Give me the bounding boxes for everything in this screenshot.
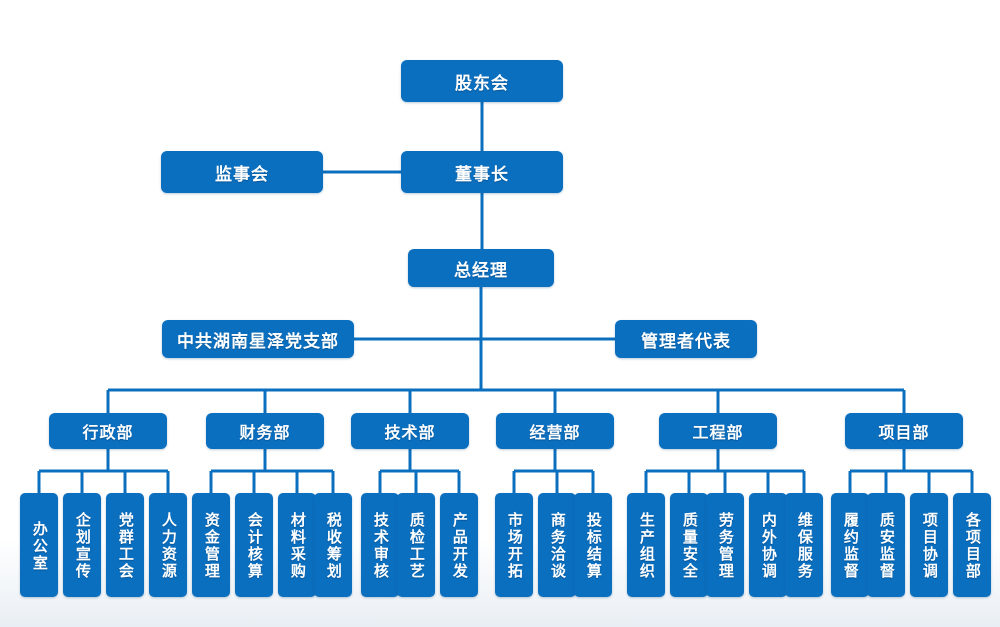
- node-department-4-label: 工程部: [692, 423, 744, 442]
- node-leaf-2-2-label: 产品开发: [450, 512, 469, 580]
- node-chairman[interactable]: 董事长: [401, 151, 563, 193]
- node-leaf-5-1-label: 质安监督: [877, 512, 896, 580]
- node-management-rep[interactable]: 管理者代表: [615, 320, 757, 358]
- node-leaf-0-0[interactable]: 办公室: [20, 493, 58, 597]
- node-leaf-4-2-label: 劳务管理: [716, 512, 735, 580]
- node-leaf-0-1-label: 企划宣传: [73, 512, 92, 580]
- node-leaf-0-3[interactable]: 人力资源: [149, 493, 187, 597]
- node-leaf-1-2[interactable]: 材料采购: [278, 493, 316, 597]
- node-leaf-1-0-label: 资金管理: [202, 512, 221, 580]
- node-leaf-1-3-label: 税收筹划: [324, 512, 343, 580]
- node-leaf-5-0-label: 履约监督: [841, 512, 860, 580]
- node-department-2-label: 技术部: [384, 423, 436, 442]
- node-general-manager-label: 总经理: [454, 260, 508, 281]
- node-leaf-3-2[interactable]: 投标结算: [574, 493, 612, 597]
- node-leaf-4-2[interactable]: 劳务管理: [706, 493, 744, 597]
- node-leaf-4-3[interactable]: 内外协调: [749, 493, 787, 597]
- node-department-1[interactable]: 财务部: [206, 413, 324, 449]
- node-leaf-5-2-label: 项目协调: [920, 512, 939, 580]
- node-party-branch-label: 中共湖南星泽党支部: [177, 331, 339, 352]
- node-leaf-4-1[interactable]: 质量安全: [670, 493, 708, 597]
- node-leaf-5-3-label: 各项目部: [963, 512, 982, 580]
- node-leaf-1-1[interactable]: 会计核算: [235, 493, 273, 597]
- node-party-branch[interactable]: 中共湖南星泽党支部: [162, 320, 354, 358]
- node-department-0-label: 行政部: [82, 423, 134, 442]
- node-general-manager[interactable]: 总经理: [408, 249, 554, 287]
- node-leaf-0-0-label: 办公室: [30, 520, 49, 572]
- node-leaf-2-2[interactable]: 产品开发: [440, 493, 478, 597]
- node-department-0[interactable]: 行政部: [49, 413, 167, 449]
- node-leaf-4-4[interactable]: 维保服务: [785, 493, 823, 597]
- node-leaf-4-1-label: 质量安全: [680, 512, 699, 580]
- node-department-3[interactable]: 经营部: [496, 413, 614, 449]
- node-leaf-2-1[interactable]: 质检工艺: [397, 493, 435, 597]
- node-leaf-3-1-label: 商务洽谈: [548, 512, 567, 580]
- node-department-3-label: 经营部: [529, 423, 581, 442]
- node-management-rep-label: 管理者代表: [641, 331, 731, 352]
- node-leaf-3-2-label: 投标结算: [584, 512, 603, 580]
- node-leaf-1-1-label: 会计核算: [245, 512, 264, 580]
- node-shareholders[interactable]: 股东会: [401, 60, 563, 102]
- node-leaf-0-1[interactable]: 企划宣传: [63, 493, 101, 597]
- node-leaf-2-1-label: 质检工艺: [407, 512, 426, 580]
- node-chairman-label: 董事长: [455, 164, 509, 185]
- node-supervisors-label: 监事会: [215, 164, 269, 185]
- node-leaf-4-0[interactable]: 生产组织: [627, 493, 665, 597]
- node-leaf-0-2-label: 党群工会: [116, 512, 135, 580]
- node-leaf-2-0[interactable]: 技术审核: [361, 493, 399, 597]
- node-department-4[interactable]: 工程部: [659, 413, 777, 449]
- node-leaf-3-0-label: 市场开拓: [505, 512, 524, 580]
- node-shareholders-label: 股东会: [455, 73, 509, 94]
- node-department-5[interactable]: 项目部: [845, 413, 963, 449]
- node-leaf-1-0[interactable]: 资金管理: [192, 493, 230, 597]
- node-leaf-5-2[interactable]: 项目协调: [910, 493, 948, 597]
- node-leaf-0-3-label: 人力资源: [159, 512, 178, 580]
- node-leaf-1-3[interactable]: 税收筹划: [314, 493, 352, 597]
- node-leaf-4-4-label: 维保服务: [795, 512, 814, 580]
- node-leaf-3-1[interactable]: 商务洽谈: [538, 493, 576, 597]
- node-leaf-4-0-label: 生产组织: [637, 512, 656, 580]
- node-leaf-1-2-label: 材料采购: [288, 512, 307, 580]
- node-leaf-2-0-label: 技术审核: [371, 512, 390, 580]
- node-leaf-5-0[interactable]: 履约监督: [831, 493, 869, 597]
- node-leaf-5-3[interactable]: 各项目部: [953, 493, 991, 597]
- node-leaf-0-2[interactable]: 党群工会: [106, 493, 144, 597]
- node-leaf-5-1[interactable]: 质安监督: [867, 493, 905, 597]
- node-department-1-label: 财务部: [239, 423, 291, 442]
- node-leaf-4-3-label: 内外协调: [759, 512, 778, 580]
- node-leaf-3-0[interactable]: 市场开拓: [495, 493, 533, 597]
- node-department-5-label: 项目部: [878, 423, 930, 442]
- node-department-2[interactable]: 技术部: [351, 413, 469, 449]
- node-supervisors[interactable]: 监事会: [161, 151, 323, 193]
